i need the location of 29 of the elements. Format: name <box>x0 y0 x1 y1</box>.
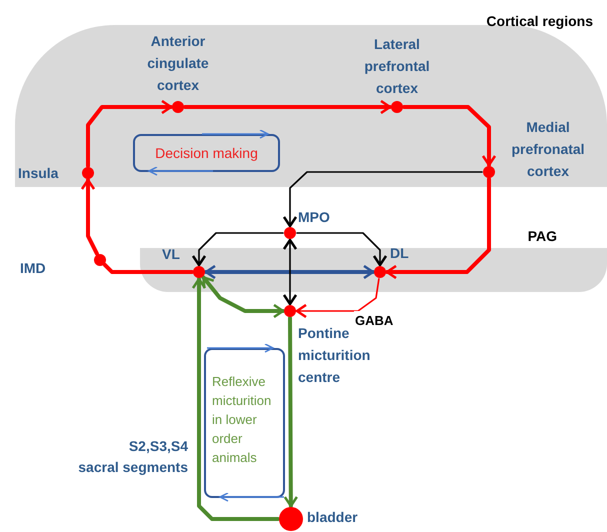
box-text: Reflexive micturition in lower order animals <box>212 373 272 467</box>
arrow <box>201 275 285 318</box>
arrow <box>282 238 298 306</box>
arrow <box>284 316 298 508</box>
node-label: DL <box>390 244 410 263</box>
box-text: Decision making <box>155 144 258 163</box>
arrow <box>86 100 173 168</box>
node-label: bladder <box>307 508 359 527</box>
node-label: Medial prefronatal cortex <box>510 118 586 181</box>
arrow <box>192 232 284 266</box>
arrow <box>204 264 375 280</box>
arrow <box>282 171 483 228</box>
region-title: PAG <box>528 227 557 246</box>
node-label: IMD <box>20 259 47 278</box>
annotation-text: sacral segments <box>78 458 188 477</box>
arrow <box>385 177 491 280</box>
annotation-text: S2,S3,S4 <box>128 437 188 456</box>
region-title: Cortical regions <box>486 12 593 31</box>
node-label: Anterior cingulate cortex <box>146 32 210 95</box>
arrow <box>402 105 496 167</box>
arrow <box>192 277 280 521</box>
node-label: MPO <box>298 208 331 227</box>
arrow <box>296 232 388 266</box>
arrow <box>80 178 99 256</box>
node-label: Insula <box>18 164 60 183</box>
node-label: VL <box>162 245 181 264</box>
arrow <box>296 278 380 318</box>
node-label: Lateral prefrontal cortex <box>363 35 431 98</box>
arrow <box>183 100 392 114</box>
